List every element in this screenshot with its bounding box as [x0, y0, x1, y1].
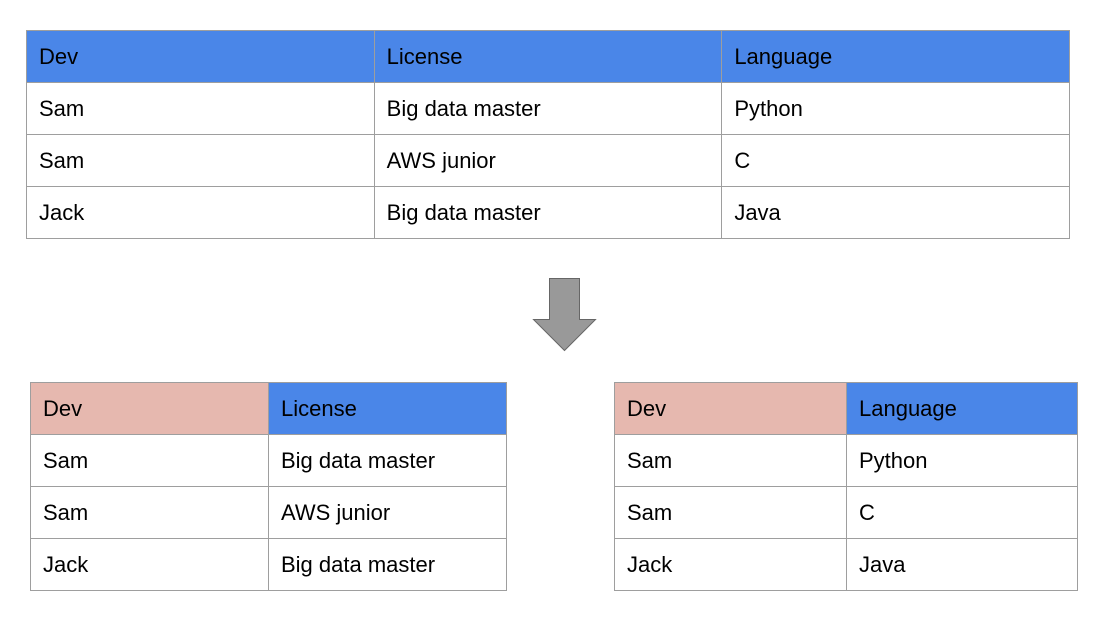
table-row: Sam Big data master Python [26, 82, 1070, 135]
dev-language-table: Dev Language Sam Python Sam C Jack Java [614, 382, 1078, 591]
table-cell: C [846, 486, 1078, 539]
table-cell: Java [721, 186, 1070, 239]
table-cell: Sam [26, 134, 375, 187]
table-cell: Sam [30, 486, 269, 539]
table-cell: Big data master [373, 82, 723, 135]
table-cell: Big data master [268, 434, 507, 487]
table-cell: Sam [26, 82, 375, 135]
table-cell: AWS junior [268, 486, 507, 539]
header-cell-language: Language [846, 382, 1078, 435]
table-row: Sam AWS junior C [26, 134, 1070, 187]
table-row: Sam Python [614, 434, 1078, 487]
table-cell: Python [846, 434, 1078, 487]
table-cell: Sam [614, 486, 847, 539]
header-cell-license: License [268, 382, 507, 435]
down-arrow-icon [532, 278, 598, 357]
table-header-row: Dev License [30, 382, 507, 435]
table-header-row: Dev Language [614, 382, 1078, 435]
table-cell: Python [721, 82, 1070, 135]
header-cell-dev-key: Dev [30, 382, 269, 435]
source-table: Dev License Language Sam Big data master… [26, 30, 1070, 239]
table-cell: Big data master [373, 186, 723, 239]
table-cell: AWS junior [373, 134, 723, 187]
table-row: Jack Big data master [30, 538, 507, 591]
header-cell-dev: Dev [26, 30, 375, 83]
table-row: Sam C [614, 486, 1078, 539]
header-cell-language: Language [721, 30, 1070, 83]
table-header-row: Dev License Language [26, 30, 1070, 83]
header-cell-license: License [373, 30, 723, 83]
table-cell: Jack [30, 538, 269, 591]
dev-license-table: Dev License Sam Big data master Sam AWS … [30, 382, 507, 591]
table-cell: Big data master [268, 538, 507, 591]
table-cell: Java [846, 538, 1078, 591]
table-cell: C [721, 134, 1070, 187]
table-cell: Jack [26, 186, 375, 239]
table-row: Jack Big data master Java [26, 186, 1070, 239]
table-cell: Sam [614, 434, 847, 487]
header-cell-dev-key: Dev [614, 382, 847, 435]
table-row: Jack Java [614, 538, 1078, 591]
table-cell: Sam [30, 434, 269, 487]
table-row: Sam Big data master [30, 434, 507, 487]
table-row: Sam AWS junior [30, 486, 507, 539]
table-cell: Jack [614, 538, 847, 591]
